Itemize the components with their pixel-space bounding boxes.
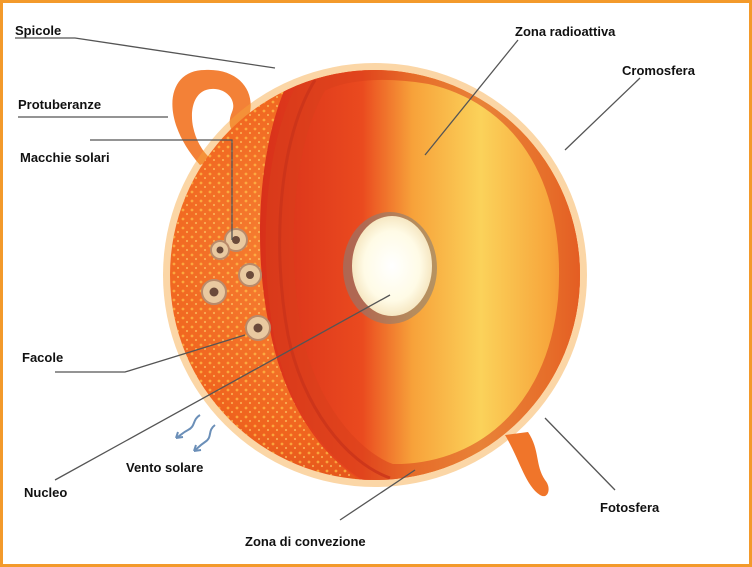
lower-prominence-graphic <box>505 432 549 496</box>
label-zona-di-convezione: Zona di convezione <box>245 534 366 549</box>
leader-cromosfera <box>565 78 640 150</box>
label-spicole: Spicole <box>15 23 61 38</box>
label-protuberanze: Protuberanze <box>18 97 101 112</box>
leader-fotosfera <box>545 418 615 490</box>
core-graphic <box>343 212 437 324</box>
label-cromosfera: Cromosfera <box>622 63 696 78</box>
label-macchie-solari: Macchie solari <box>20 150 110 165</box>
leader-spicole <box>15 38 275 68</box>
solar-wind-arrows <box>176 415 215 451</box>
label-nucleo: Nucleo <box>24 485 67 500</box>
label-vento-solare: Vento solare <box>126 460 203 475</box>
label-fotosfera: Fotosfera <box>600 500 660 515</box>
label-facole: Facole <box>22 350 63 365</box>
label-zona-radioattiva: Zona radioattiva <box>515 24 616 39</box>
